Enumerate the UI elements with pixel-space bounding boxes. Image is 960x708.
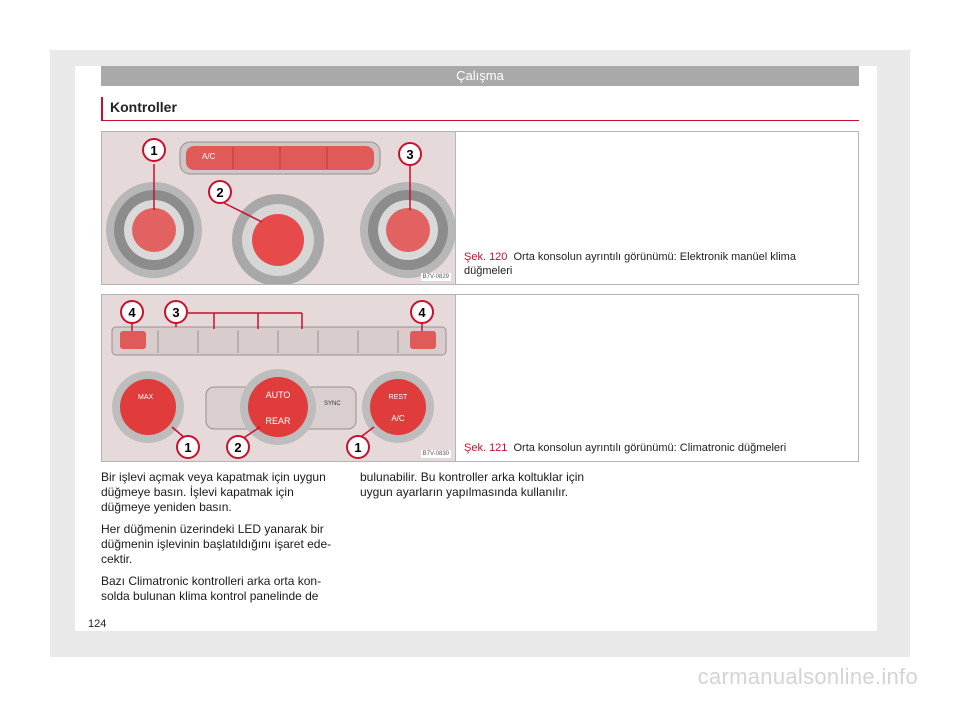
svg-text:3: 3: [406, 147, 413, 162]
figure-120-text: Orta konsolun ayrıntılı görünümü: Elektr…: [464, 251, 796, 277]
svg-text:2: 2: [234, 440, 241, 455]
paragraph-led: Her düğmenin üzerindeki LED yanarak bir …: [101, 522, 332, 566]
figure-120: A/C 1 2: [101, 131, 859, 285]
watermark: carmanualsonline.info: [697, 664, 918, 689]
body-column-left: Bir işlevi açmak veya kapatmak için uygu…: [101, 470, 345, 611]
svg-text:3: 3: [172, 305, 179, 320]
paragraph-rear-controls-cont: bulunabilir. Bu kontroller arka koltukla…: [360, 470, 585, 499]
max-label: MAX: [138, 394, 154, 401]
figure-120-label: Şek. 120: [464, 251, 508, 263]
svg-text:4: 4: [128, 305, 136, 320]
paragraph-rear-controls: Bazı Climatronic kontrolleri arka orta k…: [101, 574, 322, 603]
callout-4-right: 4: [410, 300, 434, 324]
paragraph-toggle: Bir işlevi açmak veya kapatmak için uygu…: [101, 470, 326, 514]
ac-label-2: A/C: [391, 414, 405, 423]
figure-121-caption: Şek. 121 Orta konsolun ayrıntılı görünüm…: [464, 441, 844, 455]
figure-120-code: B7V-0829: [420, 273, 451, 281]
svg-text:4: 4: [418, 305, 426, 320]
page-number: 124: [88, 618, 107, 630]
button-strip-dividers: [232, 147, 328, 169]
callout-3: 3: [164, 300, 188, 324]
section-title-bar: Çalışma: [101, 66, 859, 86]
callout-1-left: 1: [176, 435, 200, 459]
ac-label: A/C: [202, 152, 216, 161]
figure-121-code: B7V-0830: [420, 450, 451, 458]
figure-121: MAX AUTO REAR SYNC REST A/C: [101, 294, 859, 462]
figure-121-image: MAX AUTO REAR SYNC REST A/C: [102, 295, 456, 461]
sync-label: SYNC: [324, 401, 341, 407]
callout-3: 3: [398, 142, 422, 166]
svg-text:1: 1: [354, 440, 361, 455]
rear-label: REAR: [265, 416, 291, 426]
seat-button-dividers: [157, 330, 399, 353]
figure-120-image: A/C 1 2: [102, 132, 456, 284]
svg-text:1: 1: [150, 143, 157, 158]
callout-2: 2: [226, 435, 250, 459]
svg-text:2: 2: [216, 185, 223, 200]
auto-label: AUTO: [266, 390, 291, 400]
page-heading: Kontroller: [101, 97, 859, 121]
rest-label: REST: [389, 394, 408, 401]
climatronic-panel-illustration: MAX AUTO REAR SYNC REST A/C: [102, 295, 455, 461]
climate-panel-illustration: A/C 1 2: [102, 132, 455, 284]
callout-1: 1: [142, 138, 166, 162]
figure-121-text: Orta konsolun ayrıntılı görünümü: Climat…: [513, 442, 787, 454]
callout-2: 2: [208, 180, 232, 204]
figure-121-label: Şek. 121: [464, 442, 508, 454]
body-column-right: bulunabilir. Bu kontroller arka koltukla…: [360, 470, 610, 507]
callout-4-left: 4: [120, 300, 144, 324]
callout-1-right: 1: [346, 435, 370, 459]
figure-120-caption: Şek. 120 Orta konsolun ayrıntılı görünüm…: [464, 250, 844, 278]
svg-text:1: 1: [184, 440, 191, 455]
